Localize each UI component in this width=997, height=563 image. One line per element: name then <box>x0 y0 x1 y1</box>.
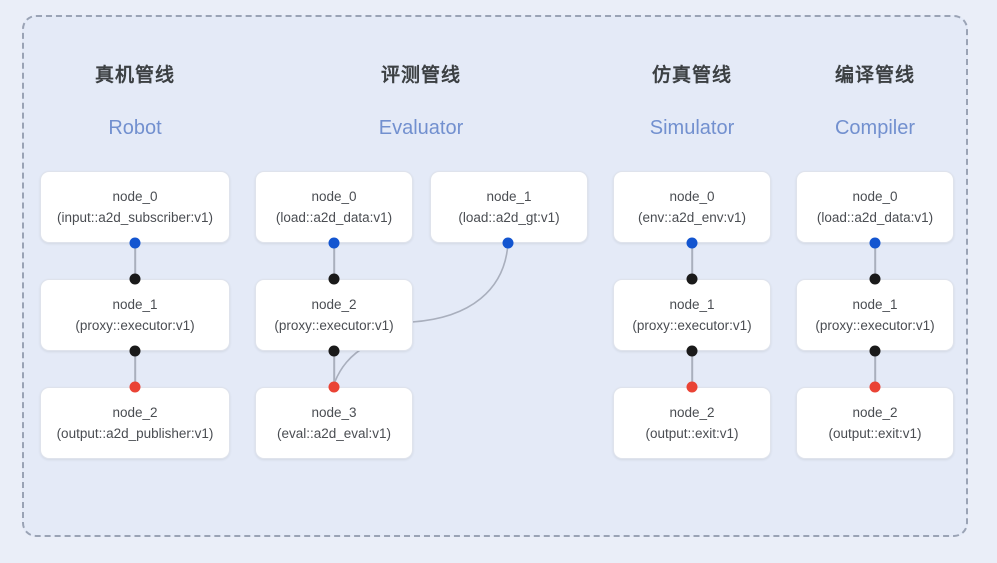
node-type: (proxy::executor:v1) <box>815 318 935 333</box>
port-in-simulator-2[interactable] <box>686 381 698 393</box>
port-in-robot-2[interactable] <box>129 381 141 393</box>
port-in-simulator-1[interactable] <box>686 273 698 285</box>
node-card-evaluator-0[interactable]: node_0 (load::a2d_data:v1) <box>255 171 413 243</box>
node-type: (load::a2d_data:v1) <box>275 210 393 225</box>
port-out-compiler-0[interactable] <box>869 237 881 249</box>
port-out-evaluator-0[interactable] <box>328 237 340 249</box>
port-out-simulator-0[interactable] <box>686 237 698 249</box>
node-card-evaluator-3[interactable]: node_3 (eval::a2d_eval:v1) <box>255 387 413 459</box>
node-name: node_2 <box>112 405 158 420</box>
node-name: node_0 <box>112 189 158 204</box>
port-out-robot-0[interactable] <box>129 237 141 249</box>
node-type: (output::exit:v1) <box>645 426 739 441</box>
node-name: node_0 <box>669 189 715 204</box>
node-card-robot-0[interactable]: node_0 (input::a2d_subscriber:v1) <box>40 171 230 243</box>
node-name: node_2 <box>311 297 357 312</box>
node-card-simulator-0[interactable]: node_0 (env::a2d_env:v1) <box>613 171 771 243</box>
node-card-robot-1[interactable]: node_1 (proxy::executor:v1) <box>40 279 230 351</box>
node-name: node_2 <box>669 405 715 420</box>
node-card-simulator-1[interactable]: node_1 (proxy::executor:v1) <box>613 279 771 351</box>
port-in-robot-1[interactable] <box>129 273 141 285</box>
node-card-evaluator-1-gt[interactable]: node_1 (load::a2d_gt:v1) <box>430 171 588 243</box>
edge-compiler-0-1 <box>874 242 876 279</box>
node-card-evaluator-2[interactable]: node_2 (proxy::executor:v1) <box>255 279 413 351</box>
node-name: node_1 <box>112 297 158 312</box>
node-type: (output::exit:v1) <box>828 426 922 441</box>
node-card-compiler-2[interactable]: node_2 (output::exit:v1) <box>796 387 954 459</box>
node-type: (eval::a2d_eval:v1) <box>276 426 392 441</box>
node-type: (proxy::executor:v1) <box>632 318 752 333</box>
port-in-evaluator-3[interactable] <box>328 381 340 393</box>
node-type: (proxy::executor:v1) <box>75 318 195 333</box>
edge-simulator-1-2 <box>691 350 693 387</box>
edge-robot-0-1 <box>134 242 136 279</box>
port-out-simulator-1[interactable] <box>686 345 698 357</box>
node-card-simulator-2[interactable]: node_2 (output::exit:v1) <box>613 387 771 459</box>
node-type: (env::a2d_env:v1) <box>637 210 747 225</box>
node-type: (load::a2d_data:v1) <box>816 210 934 225</box>
node-type: (input::a2d_subscriber:v1) <box>56 210 214 225</box>
node-card-compiler-0[interactable]: node_0 (load::a2d_data:v1) <box>796 171 954 243</box>
node-type: (output::a2d_publisher:v1) <box>56 426 214 441</box>
node-name: node_1 <box>486 189 532 204</box>
port-in-evaluator-2[interactable] <box>328 273 340 285</box>
node-type: (proxy::executor:v1) <box>274 318 394 333</box>
edge-robot-1-2 <box>134 350 136 387</box>
node-name: node_1 <box>669 297 715 312</box>
node-name: node_3 <box>311 405 357 420</box>
port-out-evaluator-1-gt[interactable] <box>502 237 514 249</box>
port-in-compiler-2[interactable] <box>869 381 881 393</box>
edge-simulator-0-1 <box>691 242 693 279</box>
port-in-compiler-1[interactable] <box>869 273 881 285</box>
port-out-robot-1[interactable] <box>129 345 141 357</box>
edge-evaluator-0-2 <box>333 242 335 279</box>
node-name: node_0 <box>311 189 357 204</box>
node-type: (load::a2d_gt:v1) <box>458 210 560 225</box>
port-out-compiler-1[interactable] <box>869 345 881 357</box>
node-card-compiler-1[interactable]: node_1 (proxy::executor:v1) <box>796 279 954 351</box>
node-name: node_2 <box>852 405 898 420</box>
edge-compiler-1-2 <box>874 350 876 387</box>
port-out-evaluator-2[interactable] <box>328 345 340 357</box>
node-name: node_1 <box>852 297 898 312</box>
node-card-robot-2[interactable]: node_2 (output::a2d_publisher:v1) <box>40 387 230 459</box>
node-name: node_0 <box>852 189 898 204</box>
